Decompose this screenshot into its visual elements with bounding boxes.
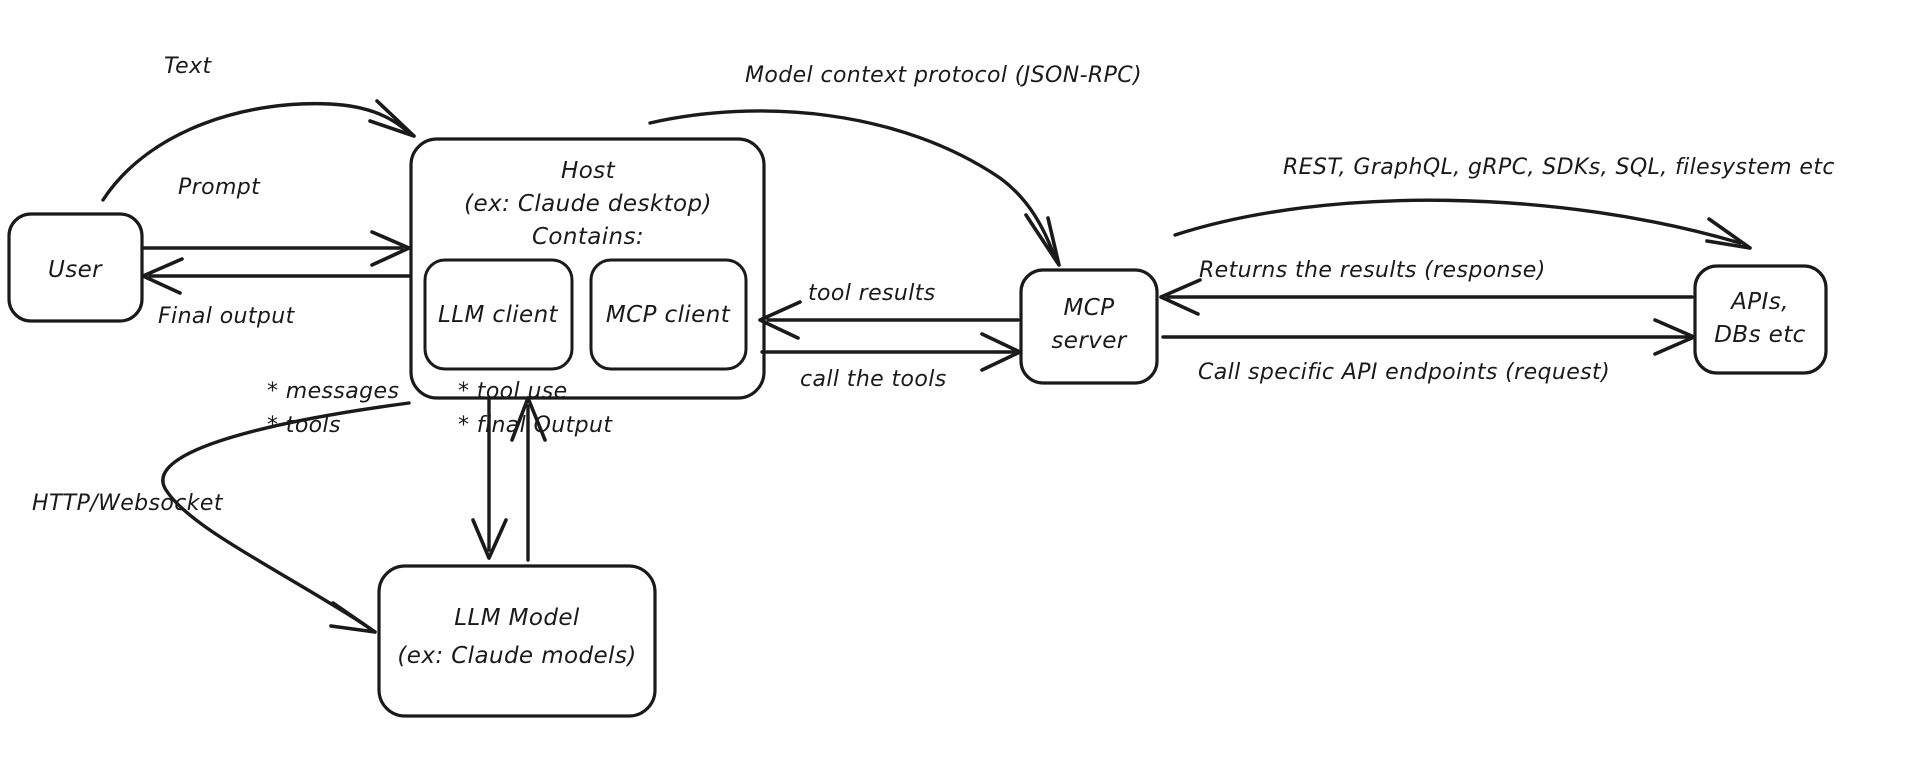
edge-call-the-tools-label: call the tools (800, 367, 947, 392)
apis-line2: DBs etc (1714, 322, 1805, 348)
edge-mcp-protocol: Model context protocol (JSON-RPC) (648, 63, 1142, 267)
edge-text-arrowhead (368, 99, 416, 138)
node-apis-dbs[interactable]: APIs, DBs etc (1693, 264, 1828, 375)
edge-rest-stack-arrowhead (1705, 217, 1752, 250)
mcp-server-line1: MCP (1064, 295, 1115, 321)
host-contains-label: Contains: (532, 224, 644, 250)
edge-mcp-protocol-label: Model context protocol (JSON-RPC) (745, 63, 1142, 88)
edge-prompt: Prompt (142, 175, 411, 267)
edge-tool-use-arrowhead (510, 396, 547, 442)
mcp-client-label: MCP client (606, 302, 731, 328)
edge-mcp-protocol-arrowhead (1024, 213, 1061, 267)
edge-call-the-tools: call the tools (760, 332, 1022, 392)
host-title: Host (561, 158, 616, 184)
edge-returns-results-label: Returns the results (response) (1199, 258, 1546, 283)
edge-final-output-arrowhead (141, 257, 184, 295)
edge-rest-stack-label: REST, GraphQL, gRPC, SDKs, SQL, filesyst… (1283, 155, 1835, 180)
edge-http-websocket-line (161, 401, 411, 627)
edge-prompt-label: Prompt (178, 175, 261, 200)
edge-final-output: Final output (141, 257, 412, 329)
edge-call-the-tools-arrowhead (980, 332, 1022, 372)
edge-text-label: Text (164, 54, 212, 79)
edge-mcp-protocol-line (648, 109, 1057, 260)
edge-tool-results-label: tool results (808, 281, 936, 306)
edge-final-output-label: Final output (158, 304, 296, 329)
llm-model-line1: LLM Model (454, 605, 580, 631)
node-llm-model[interactable]: LLM Model (ex: Claude models) (377, 564, 657, 718)
mcp-client-box[interactable] (589, 258, 748, 371)
mcp-server-box[interactable] (1019, 268, 1159, 385)
edge-messages-tools-arrowhead (471, 518, 508, 560)
edge-text-line (101, 101, 411, 202)
edge-returns-results-arrowhead (1159, 278, 1202, 316)
edge-final-output-llm-label: * final Output (458, 413, 613, 438)
edge-rest-stack-line (1173, 198, 1742, 245)
edge-http-websocket-label: HTTP/Websocket (32, 491, 224, 516)
apis-line1: APIs, (1729, 289, 1789, 315)
edge-messages-tools: * messages * tools (267, 379, 508, 560)
node-host[interactable]: Host (ex: Claude desktop) Contains: LLM … (409, 137, 766, 400)
apis-dbs-box[interactable] (1693, 264, 1828, 375)
edge-http-websocket: HTTP/Websocket (32, 401, 411, 634)
edge-call-endpoints: Call specific API endpoints (request) (1161, 318, 1696, 385)
edge-tool-results-arrowhead (758, 300, 802, 340)
node-llm-client[interactable]: LLM client (423, 258, 574, 371)
edge-http-websocket-arrowhead (329, 601, 377, 634)
edge-tool-use-label: * tool use (458, 379, 568, 404)
node-user[interactable]: User (7, 212, 144, 323)
edge-tool-use-final-output: * tool use * final Output (458, 379, 613, 562)
edge-text: Text (101, 54, 416, 202)
user-label: User (48, 257, 103, 283)
edge-returns-results: Returns the results (response) (1159, 258, 1694, 316)
user-box[interactable] (7, 212, 144, 323)
edge-call-endpoints-label: Call specific API endpoints (request) (1198, 360, 1610, 385)
node-mcp-server[interactable]: MCP server (1019, 268, 1159, 385)
llm-model-line2: (ex: Claude models) (397, 643, 636, 669)
edge-prompt-arrowhead (370, 230, 411, 267)
node-mcp-client[interactable]: MCP client (589, 258, 748, 371)
edge-tool-results: tool results (758, 281, 1020, 340)
llm-client-label: LLM client (438, 302, 559, 328)
mcp-server-line2: server (1051, 328, 1127, 354)
edge-call-endpoints-arrowhead (1653, 318, 1696, 356)
edge-rest-stack: REST, GraphQL, gRPC, SDKs, SQL, filesyst… (1173, 155, 1835, 250)
edge-messages-label: * messages (267, 379, 399, 404)
llm-model-box[interactable] (377, 564, 657, 718)
host-subtitle: (ex: Claude desktop) (464, 191, 712, 217)
llm-client-box[interactable] (423, 258, 574, 371)
